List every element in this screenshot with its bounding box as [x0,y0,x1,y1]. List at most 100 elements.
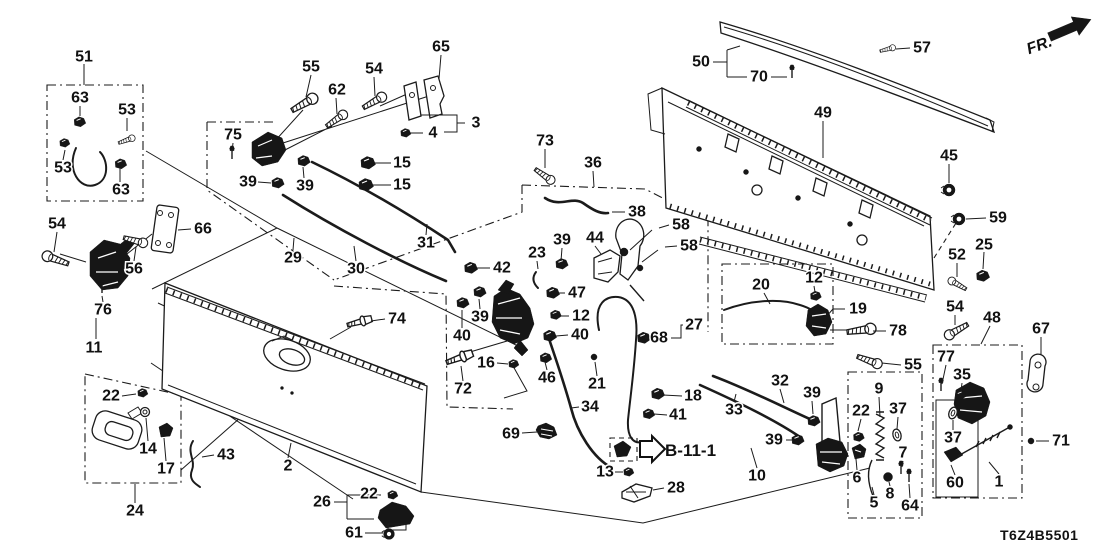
part-label-46-41: 46 [538,370,556,387]
nut-63b [114,158,128,170]
part-label-74-54: 74 [388,311,406,328]
screw-22a [137,388,149,398]
part-label-40-37: 40 [571,327,589,344]
bolt-73 [532,164,558,187]
lock-rod-34 [545,331,614,470]
clip-6 [851,443,867,460]
part-label-44-29: 44 [586,230,604,247]
part-label-19-73: 19 [849,301,867,318]
lock-rod-32 [711,374,814,422]
part-label-39-92: 39 [803,385,821,402]
part-label-56-7: 56 [125,261,143,278]
part-label-15-19: 15 [393,155,411,172]
washer-14 [139,406,151,418]
part-label-22-51: 22 [360,486,378,503]
nut-53l [59,138,71,148]
part-label-62-11: 62 [328,82,346,99]
leader-lines [53,45,1049,534]
part-label-37-86: 37 [944,430,962,447]
part-label-33-91: 33 [725,402,743,419]
part-label-39-18: 39 [296,178,314,195]
link-67 [1026,353,1047,393]
part-label-54-12: 54 [365,61,383,78]
nut-63a [73,116,87,128]
lower-edge-strip [699,237,927,301]
panel-top-strip [165,287,425,390]
clip-25 [976,269,991,282]
part-label-72-43: 72 [454,381,472,398]
handle-bezel-24 [91,406,143,450]
cable-20 [723,299,819,318]
part-label-40-36: 40 [453,328,471,345]
striker-plate-66 [150,204,180,254]
clip-12r [810,290,822,301]
detail-ref-box [609,437,638,462]
grommet-61 [381,528,395,540]
part-label-15-20: 15 [393,177,411,194]
hinge-strip [686,100,933,224]
part-label-53-3: 53 [54,160,72,177]
wire-23 [532,271,539,289]
part-label-60-87: 60 [946,475,964,492]
part-label-75-16: 75 [224,127,242,144]
pin-64 [905,468,913,483]
part-label-76-8: 76 [94,302,112,319]
harness-38 [543,196,610,215]
group-box-20 [721,263,834,345]
latch-11 [89,237,135,291]
ring-37a [890,427,904,443]
part-label-71-89: 71 [1052,433,1070,450]
part-label-12-72: 12 [805,270,823,287]
nut-39e [807,414,821,427]
screw-54r [941,319,971,343]
part-label-17-57: 17 [157,461,175,478]
part-label-32-90: 32 [771,373,789,390]
clip-b11 [613,440,632,458]
plate-28 [621,483,653,503]
part-label-42-32: 42 [493,260,511,277]
clip-16 [508,359,520,369]
part-label-68-39: 68 [650,330,668,347]
part-label-63-4: 63 [112,182,130,199]
part-label-58-28: 58 [680,238,698,255]
clip-41 [642,408,656,420]
spring-9 [874,411,886,461]
latch-10 [815,396,849,473]
part-label-54-68: 54 [946,299,964,316]
part-label-31-23: 31 [417,235,435,252]
bolt-53 [117,133,137,147]
part-label-59-65: 59 [989,210,1007,227]
part-label-36-25: 36 [584,155,602,172]
part-label-61-52: 61 [345,525,363,542]
center-latch [491,279,535,357]
clip-18 [651,387,666,400]
part-label-70-61: 70 [750,69,768,86]
bolt-72 [443,347,476,369]
lock-rod-33 [698,383,802,439]
latch-48 [953,381,991,425]
group-box-48 [932,344,1023,499]
part-label-77-76: 77 [937,349,955,366]
bolt-55b [855,351,885,371]
part-label-23-31: 23 [528,245,546,262]
part-label-39-30: 39 [553,232,571,249]
part-label-78-74: 78 [889,323,907,340]
spoiler-garnish [719,21,996,134]
clip-42 [464,261,479,274]
clip-17 [158,422,174,438]
part-label-43-58: 43 [217,447,235,464]
part-label-8-84: 8 [886,486,895,503]
part-label-69-47: 69 [502,426,520,443]
part-label-39-17: 39 [239,174,257,191]
bolt-78 [845,321,878,339]
clip-4 [400,128,412,138]
nut-39d [473,285,487,298]
bolt-55 [288,90,321,116]
part-label-55-75: 55 [904,357,922,374]
cable-53 [71,147,108,187]
part-label-58-27: 58 [672,217,690,234]
clip-12c [550,309,562,320]
part-label-18-45: 18 [684,388,702,405]
lock-cylinder-60 [943,424,1013,463]
part-label-27-38: 27 [685,317,703,334]
